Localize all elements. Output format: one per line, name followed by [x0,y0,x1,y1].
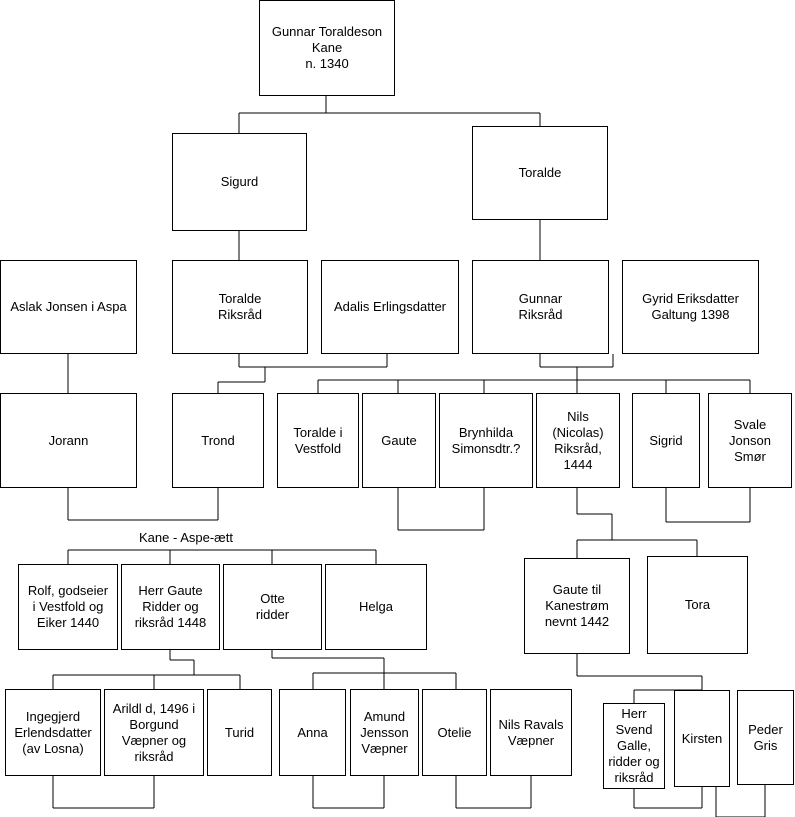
person-otte: Otte ridder [223,564,322,650]
person-herr-gaute: Herr Gaute Ridder og riksråd 1448 [121,564,220,650]
person-amund-jensson: Amund Jensson Væpner [350,689,419,776]
person-jorann: Jorann [0,393,137,488]
person-gaute: Gaute [362,393,436,488]
person-peder-gris: Peder Gris [737,690,794,785]
person-toralde-riksrad: Toralde Riksråd [172,260,308,354]
family-caption: Kane - Aspe-ætt [139,530,233,545]
person-nils-nicolas: Nils (Nicolas) Riksråd, 1444 [536,393,620,488]
person-sigrid: Sigrid [632,393,700,488]
person-turid: Turid [207,689,272,776]
person-otelie: Otelie [422,689,487,776]
person-gaute-til-kanestrom: Gaute til Kanestrøm nevnt 1442 [524,558,630,654]
person-gunnar-toraldeson: Gunnar Toraldeson Kane n. 1340 [259,0,395,96]
person-helga: Helga [325,564,427,650]
person-nils-ravals: Nils Ravals Væpner [490,689,572,776]
person-sigurd: Sigurd [172,133,307,231]
person-arild: Arildl d, 1496 i Borgund Væpner og riksr… [104,689,204,776]
person-adalis-erlingsdatter: Adalis Erlingsdatter [321,260,459,354]
person-svale-jonson: Svale Jonson Smør [708,393,792,488]
person-toralde: Toralde [472,126,608,220]
person-brynhilda: Brynhilda Simonsdtr.? [439,393,533,488]
person-toralde-i-vestfold: Toralde i Vestfold [277,393,359,488]
person-trond: Trond [172,393,264,488]
person-rolf: Rolf, godseier i Vestfold og Eiker 1440 [18,564,118,650]
person-gunnar-riksrad: Gunnar Riksråd [472,260,609,354]
person-herr-svend-galle: Herr Svend Galle, ridder og riksråd [603,703,665,789]
person-anna: Anna [279,689,346,776]
person-aslak-jonsen: Aslak Jonsen i Aspa [0,260,137,354]
person-ingegjerd: Ingegjerd Erlendsdatter (av Losna) [5,689,101,776]
person-tora: Tora [647,556,748,654]
person-kirsten: Kirsten [674,690,730,787]
person-gyrid-eriksdatter: Gyrid Eriksdatter Galtung 1398 [622,260,759,354]
